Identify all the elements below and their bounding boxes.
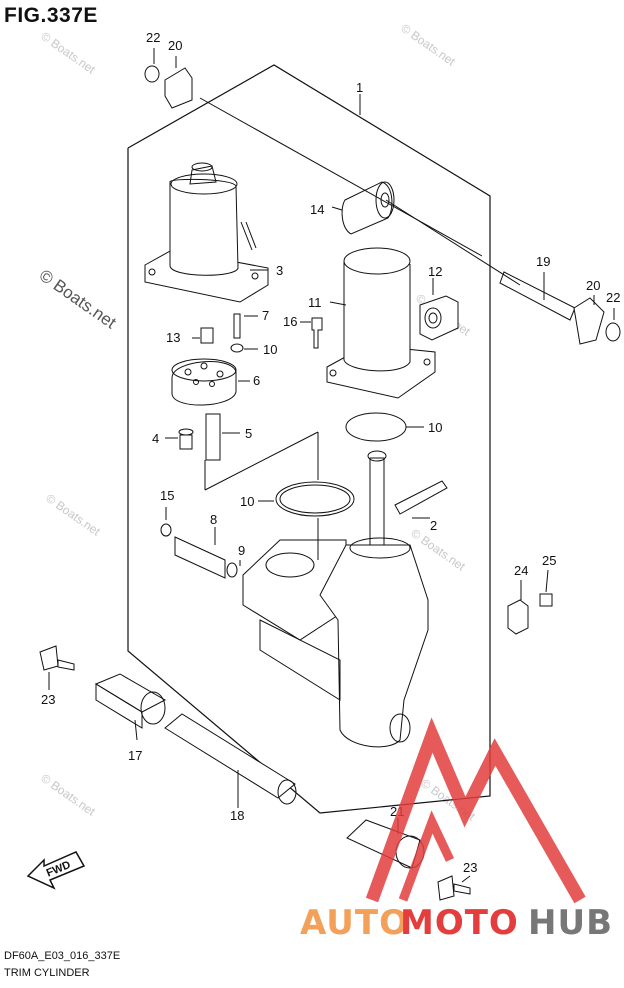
part-bolts	[39, 593, 553, 901]
assembly-frame	[127, 64, 491, 814]
logo-auto: AUTO	[300, 903, 409, 943]
callout-6: 6	[253, 373, 260, 388]
callout-17: 17	[128, 748, 142, 763]
callout-15: 15	[160, 488, 174, 503]
fwd-arrow: FWD	[26, 851, 86, 890]
callout-10b: 10	[428, 420, 442, 435]
part-pressure-valve	[419, 295, 459, 341]
callout-19: 19	[536, 254, 550, 269]
part-bushings	[94, 673, 425, 869]
callout-18: 18	[230, 808, 244, 823]
callout-9: 9	[238, 543, 245, 558]
watermark-text: © Boats.net	[43, 491, 103, 539]
callout-22b: 22	[606, 290, 620, 305]
callout-16: 16	[283, 314, 297, 329]
callout-1: 1	[356, 80, 363, 95]
callout-12: 12	[428, 264, 442, 279]
watermark-text: © Boats.net	[398, 21, 458, 69]
callout-22a: 22	[146, 30, 160, 45]
part-trim-motor	[144, 162, 269, 303]
automotohub-logo: AUTO MOTO HUB	[300, 717, 613, 943]
part-oil-reservoir	[326, 247, 436, 399]
callout-2: 2	[430, 518, 437, 533]
part-o-rings	[275, 412, 407, 517]
part-callouts: 1 2 3 4 5 6 7 8 9 10 10 10 11 12 13 14 1…	[41, 30, 620, 875]
callout-20b: 20	[586, 278, 600, 293]
callout-23b: 23	[463, 860, 477, 875]
logo-hub: HUB	[528, 903, 613, 943]
callout-23a: 23	[41, 692, 55, 707]
callout-20a: 20	[168, 38, 182, 53]
callout-10a: 10	[263, 342, 277, 357]
part-pump-manifold	[171, 358, 237, 406]
leader-lines	[48, 48, 615, 883]
callout-10c: 10	[240, 494, 254, 509]
callout-25: 25	[542, 553, 556, 568]
watermark-text-large: © Boats.net	[36, 266, 120, 333]
callout-24: 24	[514, 563, 528, 578]
figure-name: TRIM CYLINDER	[4, 967, 90, 979]
watermark-text: © Boats.net	[38, 29, 98, 77]
callout-5: 5	[245, 426, 252, 441]
logo-moto: MOTO	[400, 903, 519, 943]
parts-layer	[39, 48, 621, 901]
callout-7: 7	[262, 308, 269, 323]
part-small-fittings	[178, 313, 323, 461]
callout-14: 14	[310, 202, 324, 217]
figure-code: DF60A_E03_016_337E	[4, 950, 121, 962]
figure-title: FIG.337E	[4, 4, 98, 27]
callout-4: 4	[152, 431, 159, 446]
part-cylinder-body	[242, 537, 429, 748]
callout-8: 8	[210, 512, 217, 527]
watermark-text: © Boats.net	[38, 771, 98, 819]
callout-11: 11	[308, 295, 322, 310]
callout-3: 3	[276, 263, 283, 278]
part-motor-shaft-collar	[341, 181, 395, 235]
callout-13: 13	[166, 330, 180, 345]
part-spring-pin	[160, 523, 238, 579]
